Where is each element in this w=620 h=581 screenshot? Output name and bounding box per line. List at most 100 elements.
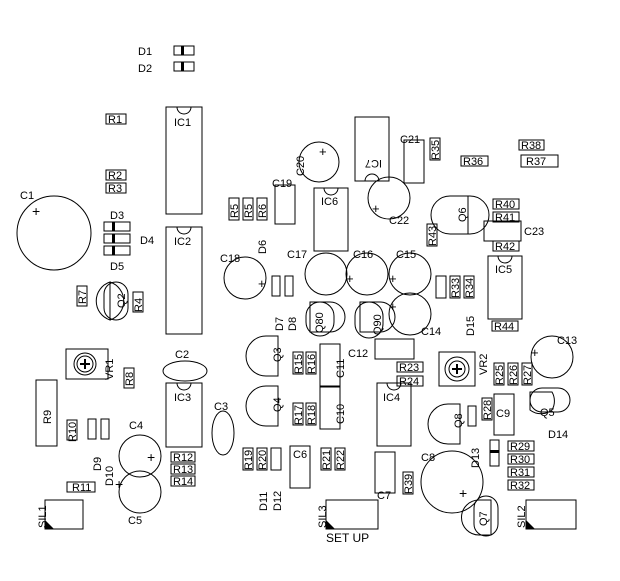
- label-r14: R14: [173, 476, 193, 488]
- label-r36: R36: [463, 156, 483, 168]
- resistor-r39: [402, 471, 414, 495]
- label-d5: D5: [110, 261, 124, 273]
- transistor-q5: [529, 391, 555, 415]
- label-d12: D12: [272, 491, 284, 511]
- label-c16: C16: [353, 249, 373, 261]
- resistor-r11: [66, 481, 96, 493]
- label-r19: R19: [243, 450, 255, 470]
- label-r5: R5: [229, 204, 241, 218]
- capacitor-c18: [223, 256, 267, 300]
- transistor-q6: [430, 195, 490, 235]
- label-r3: R3: [108, 183, 122, 195]
- c1-plus: +: [32, 203, 40, 219]
- resistor-r17: [292, 402, 304, 426]
- resistor-r40: [492, 198, 520, 210]
- resistor-r14: [170, 475, 196, 487]
- resistor-r26: [507, 362, 519, 386]
- c4-plus: +: [147, 449, 155, 465]
- label-c15: C15: [396, 249, 416, 261]
- resistor-r23: [396, 361, 424, 373]
- label-c21: C21: [400, 134, 420, 146]
- resistor-r32: [507, 479, 535, 491]
- label-q6: Q6: [457, 207, 469, 222]
- resistor-r37: [520, 154, 559, 168]
- resistor-r25: [493, 362, 505, 386]
- label-r40: R40: [495, 199, 515, 211]
- resistor-r34: [463, 275, 475, 299]
- label-r4: R4: [133, 298, 145, 312]
- label-c2: C2: [175, 349, 189, 361]
- label-c3: C3: [214, 401, 228, 413]
- label-q8: Q8: [453, 413, 465, 428]
- trimmer-vr2: [444, 356, 470, 382]
- label-sil2: SIL2: [516, 505, 528, 528]
- resistor-r8: [123, 367, 135, 389]
- transistor-q2: [95, 281, 125, 321]
- label-c5: C5: [128, 515, 142, 527]
- resistor-r7: [76, 285, 88, 307]
- label-q2: Q2: [116, 293, 128, 308]
- label-r16: R16: [306, 354, 318, 374]
- label-q3: Q3: [272, 347, 284, 362]
- label-r25: R25: [494, 365, 506, 385]
- label-r44: R44: [494, 321, 514, 333]
- label-ic4: IC4: [383, 392, 400, 404]
- label-sil3: SIL3: [317, 505, 329, 528]
- resistor-r5: [228, 197, 240, 221]
- label-d4: D4: [140, 235, 154, 247]
- resistor-r18: [305, 402, 317, 426]
- label-r29: R29: [510, 441, 530, 453]
- resistor-r30: [507, 453, 535, 465]
- svg-text:+: +: [389, 299, 397, 314]
- resistor-r36: [460, 155, 489, 167]
- transistor-q80: [309, 301, 346, 333]
- capacitor-c13: [530, 335, 574, 379]
- label-q90: Q90: [372, 314, 384, 335]
- label-r11: R11: [72, 482, 91, 494]
- svg-text:+: +: [531, 345, 539, 360]
- label-d14: D14: [548, 429, 568, 441]
- svg-text:+: +: [459, 485, 467, 501]
- capacitor-c23: [483, 220, 522, 242]
- resistor-r9: [35, 379, 58, 447]
- svg-text:+: +: [319, 144, 327, 159]
- resistor-r13: [170, 463, 196, 475]
- capacitor-c14: [388, 292, 432, 336]
- label-c11: C11: [335, 359, 347, 378]
- label-r13: R13: [173, 464, 193, 476]
- label-r18: R18: [306, 405, 318, 425]
- label-r27: R27: [522, 365, 534, 385]
- label-r21: R21: [321, 450, 333, 470]
- label-r33: R33: [450, 278, 462, 298]
- label-r10: R10: [67, 422, 79, 442]
- label-d8: D8: [287, 317, 299, 331]
- ic2-body: [165, 226, 203, 335]
- resistor-r6: [256, 197, 268, 221]
- ic5-body: [487, 255, 523, 320]
- capacitor-c17: [304, 252, 348, 296]
- trimmer-vr2-box: [438, 351, 476, 387]
- capacitor-c3: [211, 410, 235, 456]
- label-r2: R2: [108, 170, 122, 182]
- label-r41: R41: [495, 212, 515, 224]
- label-r42: R42: [495, 241, 515, 253]
- label-d6: D6: [257, 240, 269, 254]
- capacitor-c10: [319, 386, 341, 430]
- resistor-r21: [320, 447, 332, 471]
- label-q4: Q4: [272, 397, 284, 412]
- label-c12: C12: [348, 348, 368, 360]
- label-vr2: VR2: [478, 354, 490, 375]
- label-r43: R43: [427, 226, 439, 246]
- label-r22: R22: [335, 450, 347, 470]
- ic1-body: [165, 106, 203, 215]
- resistor-r31: [507, 466, 535, 478]
- transistor-q3: [245, 335, 279, 377]
- label-r37: R37: [526, 156, 546, 168]
- resistor-r41: [492, 211, 520, 223]
- label-set-up: SET UP: [326, 531, 369, 545]
- ic7-body: [354, 116, 390, 182]
- trimmer-vr1: [73, 352, 97, 376]
- capacitor-c12: [374, 338, 415, 360]
- label-ic5: IC5: [495, 264, 512, 276]
